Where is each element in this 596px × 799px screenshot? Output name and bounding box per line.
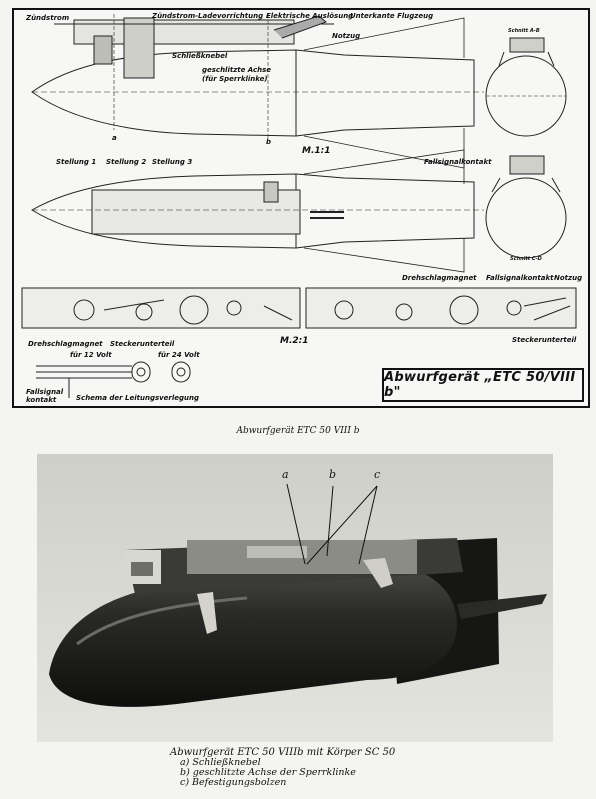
label-schnitt-ab: Schnitt A-B: [508, 28, 540, 34]
drawing-linework: [21, 14, 577, 398]
label-elektrische-ausloesung: Elektrische Auslösung: [266, 12, 354, 20]
label-unterkante-flugzeug: Unterkante Flugzeug: [350, 12, 434, 20]
photo-tag-a: a: [282, 468, 289, 481]
drawing-title: Abwurfgerät „ETC 50/VIII b": [384, 370, 582, 401]
label-stellung-2: Stellung 2: [106, 158, 147, 166]
label-drehschlagmagnet-left: Drehschlagmagnet: [28, 340, 103, 348]
label-drehschlagmagnet-right: Drehschlagmagnet: [402, 274, 477, 282]
technical-drawing: Zündstrom Zündstrom-Ladevorrichtung Elek…: [12, 8, 590, 408]
label-24-volt: für 24 Volt: [158, 351, 200, 359]
photo-tag-c: c: [374, 468, 381, 481]
caption-item-c: c) Befestigungsbolzen: [180, 777, 287, 788]
caption-item-b: b) geschlitzte Achse der Sperrklinke: [180, 767, 356, 778]
label-kontakt: kontakt: [26, 396, 57, 404]
label-b: b: [266, 138, 272, 146]
caption-photo-title: Abwurfgerät ETC 50 VIIIb mit Körper SC 5…: [170, 747, 396, 758]
label-schliessknebel: Schließknebel: [172, 52, 228, 60]
caption-item-a: a) Schließknebel: [180, 757, 261, 768]
caption-drawing: Abwurfgerät ETC 50 VIII b: [236, 426, 360, 436]
label-12-volt: für 12 Volt: [70, 351, 112, 359]
label-scale-m2: M.2:1: [280, 336, 309, 346]
label-ladevorrichtung: Zündstrom-Ladevorrichtung: [152, 12, 264, 20]
label-schema-leitungsverlegung: Schema der Leitungsverlegung: [76, 394, 200, 402]
label-scale-m1: M.1:1: [302, 146, 331, 156]
label-a: a: [112, 134, 117, 142]
caption-photo: Abwurfgerät ETC 50 VIIIb mit Körper SC 5…: [170, 748, 395, 788]
photograph: a b c: [37, 454, 553, 742]
label-notzug-top: Notzug: [332, 32, 361, 40]
label-sperrklinke: (für Sperrklinke): [202, 75, 268, 83]
label-steckerunterteil-left: Steckerunterteil: [110, 340, 175, 348]
drawing-title-box: Abwurfgerät „ETC 50/VIII b": [382, 368, 584, 402]
label-stellung-1: Stellung 1: [56, 158, 97, 166]
label-fallsignal: Fallsignal: [26, 388, 64, 396]
label-notzug-right: Notzug: [554, 274, 583, 282]
label-geschlitzte-achse: geschlitzte Achse: [202, 66, 272, 74]
label-zuendstrom: Zündstrom: [26, 14, 70, 22]
label-steckerunterteil-right: Steckerunterteil: [512, 336, 577, 344]
label-fallsignalkontakt-top: Fallsignalkontakt: [424, 158, 492, 166]
label-stellung-3: Stellung 3: [152, 158, 193, 166]
label-fallsignalkontakt-right: Fallsignalkontakt: [486, 274, 554, 282]
label-schnitt-cd: Schnitt C-D: [510, 256, 542, 262]
photo-tag-b: b: [329, 468, 337, 481]
bomb-photo-illustration: [37, 454, 553, 742]
